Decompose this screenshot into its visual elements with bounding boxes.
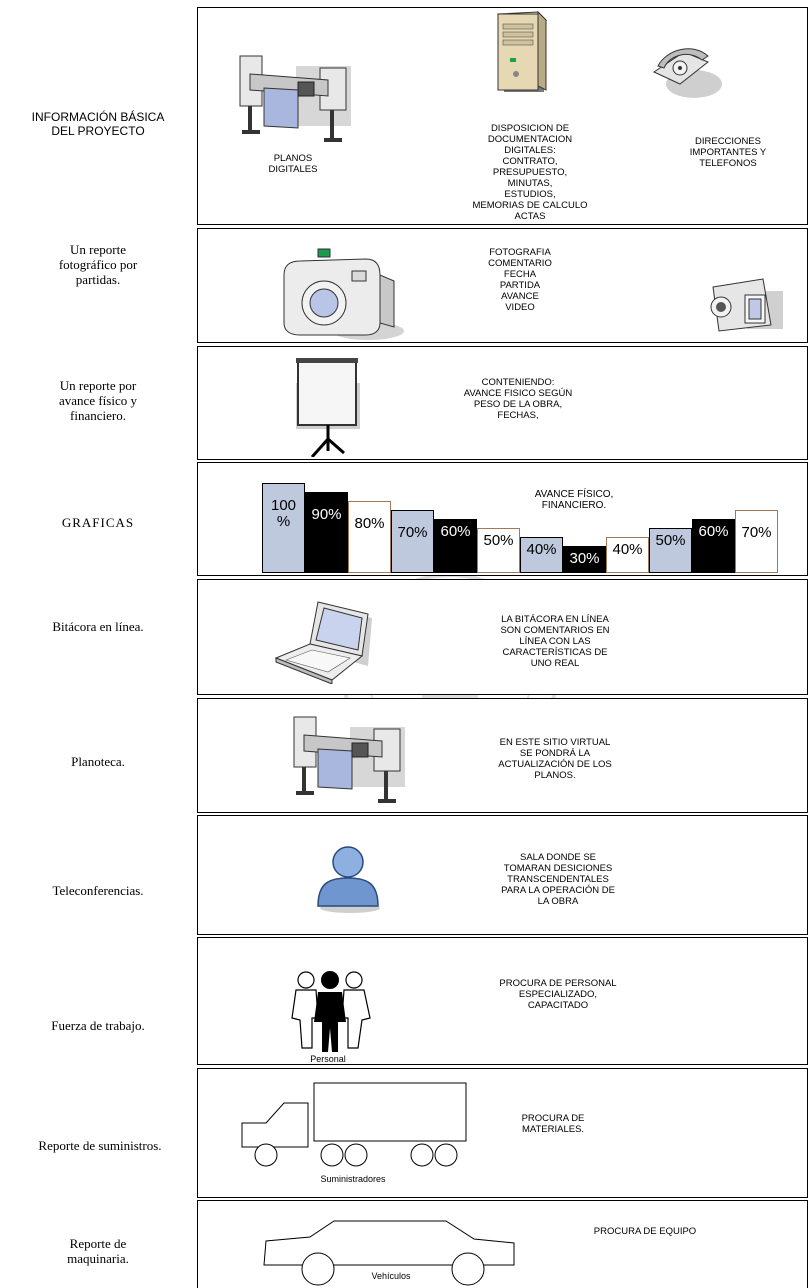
progress-bar: 40% [606,537,649,573]
progress-bar: 50% [649,528,692,573]
progress-bar: 60% [434,519,477,573]
row-box-reporte-fotografico: FOTOGRAFIA COMENTARIO FECHA PARTIDA AVAN… [197,228,808,343]
teleconferencias-text: SALA DONDE SE TOMARAN DESICIONES TRANSCE… [501,852,615,907]
row-label-planoteca: Planoteca. [71,754,125,769]
row-label-informacion: INFORMACIÓN BÁSICA DEL PROYECTO [31,110,168,138]
row-box-suministros: Suministradores PROCURA DE MATERIALES. [197,1068,808,1198]
personal-caption: Personal [310,1054,346,1064]
row-label-maquinaria: Reporte de maquinaria. [67,1236,129,1266]
car-icon [263,1220,515,1286]
row-box-teleconferencias: SALA DONDE SE TOMARAN DESICIONES TRANSCE… [197,815,808,935]
direcciones-telefonos-text: DIRECCIONES IMPORTANTES Y TELEFONOS [689,136,767,169]
row-box-bitacora: LA BITÁCORA EN LÍNEA SON COMENTARIOS EN … [197,579,808,695]
row-box-fuerza-trabajo: Personal PROCURA DE PERSONAL ESPECIALIZA… [197,937,808,1065]
progress-bar: 60% [692,519,735,573]
row-box-planoteca: EN ESTE SITIO VIRTUAL SE PONDRÁ LA ACTUA… [197,698,808,813]
row-label-bitacora: Bitácora en línea. [52,619,144,634]
row-box-reporte-avance: CONTENIENDO: AVANCE FISICO SEGÚN PESO DE… [197,346,808,460]
progress-bar: 30% [563,546,606,573]
planoteca-text: EN ESTE SITIO VIRTUAL SE PONDRÁ LA ACTUA… [498,737,612,781]
projection-screen-icon [296,358,360,457]
suministradores-caption: Suministradores [320,1174,386,1184]
plotter-icon [239,55,351,142]
row-box-maquinaria: Vehículos PROCURA DE EQUIPO [197,1200,808,1288]
progress-bar: 50% [477,528,520,573]
maquinaria-text: PROCURA DE EQUIPO [593,1226,697,1237]
row-box-informacion: PLANOS DIGITALES DISPOSICION DE DOCUMENT… [197,7,808,225]
telephone-icon [652,48,722,98]
person-icon [317,846,380,913]
progress-bar: 80% [348,501,391,573]
fotografia-text: FOTOGRAFIA COMENTARIO FECHA PARTIDA AVAN… [488,247,552,313]
server-icon [496,10,548,92]
disposicion-documentacion-text: DISPOSICION DE DOCUMENTACION DIGITALES: … [472,123,588,222]
progress-bar: 90% [305,492,348,573]
row-label-suministros: Reporte de suministros. [38,1138,162,1153]
avance-financiero-text: AVANCE FÍSICO, FINANCIERO. [534,489,614,511]
progress-bar: 70% [391,510,434,573]
progress-bar: 100 % [262,483,305,573]
row-box-graficas: 100 %90%80%70%60%50%40%30%40%50%60%70% A… [197,462,808,576]
row-label-reporte-fotografico: Un reporte fotográfico por partidas. [58,242,138,287]
fuerza-trabajo-text: PROCURA DE PERSONAL ESPECIALIZADO, CAPAC… [499,978,617,1011]
suministros-text: PROCURA DE MATERIALES. [521,1113,585,1135]
bitacora-linea-text: LA BITÁCORA EN LÍNEA SON COMENTARIOS EN … [500,614,610,669]
progress-bar: 70% [735,510,778,573]
video-camera-icon [710,278,783,332]
row-label-reporte-avance: Un reporte por avance físico y financier… [59,378,137,423]
row-label-teleconferencias: Teleconferencias. [52,883,144,898]
plotter-icon [293,716,405,803]
conteniendo-text: CONTENIENDO: AVANCE FISICO SEGÚN PESO DE… [463,377,573,421]
people-icon [291,971,371,1052]
row-label-fuerza-trabajo: Fuerza de trabajo. [51,1018,145,1033]
camera-icon [283,248,404,340]
vehiculos-caption: Vehículos [371,1271,411,1281]
progress-bar: 40% [520,537,563,573]
planos-digitales-text: PLANOS DIGITALES [268,153,318,175]
laptop-icon [274,601,372,684]
row-label-graficas: GRAFICAS [61,515,135,530]
truck-icon [241,1082,467,1167]
